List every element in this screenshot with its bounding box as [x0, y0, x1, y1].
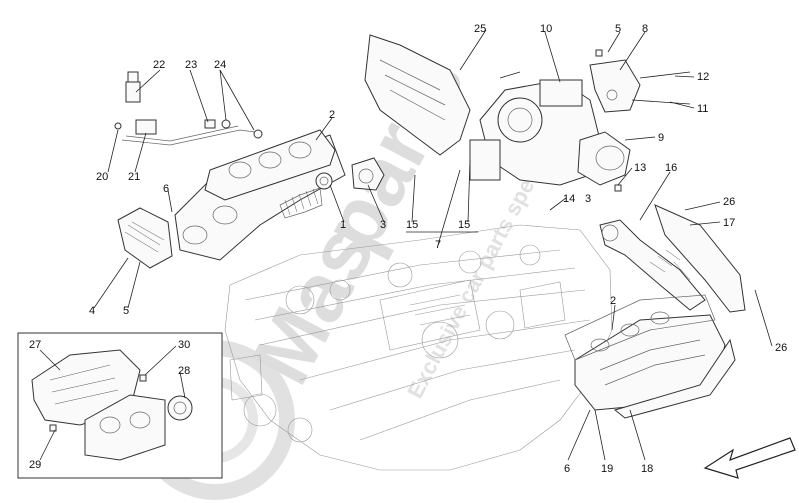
- callout-26: 26: [723, 196, 735, 208]
- left-exhaust-gasket: [204, 129, 336, 201]
- callout-4: 4: [89, 305, 95, 317]
- callout-26b: 26: [775, 342, 787, 354]
- callout-13: 13: [634, 162, 646, 174]
- turbocharger: [469, 79, 631, 186]
- right-exhaust-manifold: [574, 314, 726, 411]
- turbo-mount-bracket: [589, 59, 641, 113]
- leader-lines: [39, 29, 773, 461]
- inset-detail-box: [17, 332, 223, 479]
- callout-24: 24: [214, 59, 226, 71]
- callout-29: 29: [29, 459, 41, 471]
- callout-17: 17: [723, 217, 735, 229]
- callout-14: 14: [563, 193, 575, 205]
- callout-30: 30: [178, 339, 190, 351]
- callout-22: 22: [153, 59, 165, 71]
- callout-9: 9: [658, 132, 664, 144]
- callout-11: 11: [697, 103, 708, 115]
- turbo-heat-shield: [364, 34, 471, 156]
- turbo-studs: [499, 49, 691, 192]
- callout-12: 12: [697, 71, 709, 83]
- left-heat-shield: [117, 207, 173, 269]
- callout-labels: 22 23 24 20 21 6 2 1 3 4 5 25 10 5 8 12 …: [29, 23, 787, 475]
- callout-20: 20: [96, 171, 108, 183]
- callout-21: 21: [128, 171, 140, 183]
- callout-18: 18: [641, 463, 653, 475]
- callout-15: 15: [406, 219, 418, 231]
- callout-27: 27: [29, 339, 41, 351]
- callout-10: 10: [540, 23, 552, 35]
- right-downpipe-shield: [654, 204, 746, 313]
- callout-3: 3: [380, 219, 386, 231]
- right-heat-shield: [613, 338, 736, 419]
- right-downpipe: [599, 219, 706, 311]
- callout-28: 28: [178, 365, 190, 377]
- callout-2b: 2: [610, 295, 616, 307]
- callout-23: 23: [185, 59, 197, 71]
- turbo-outlet-flange: [315, 157, 385, 191]
- callout-3b: 3: [585, 193, 591, 205]
- callout-5b: 5: [615, 23, 621, 35]
- callout-5: 5: [123, 305, 129, 317]
- callout-25: 25: [474, 23, 486, 35]
- engine-block: [224, 224, 613, 471]
- front-direction-arrow-icon: [703, 437, 796, 479]
- callout-2: 2: [329, 109, 335, 121]
- callout-1: 1: [340, 219, 346, 231]
- callout-6: 6: [163, 183, 169, 195]
- callout-15b: 15: [458, 219, 470, 231]
- callout-19: 19: [601, 463, 613, 475]
- callout-16: 16: [665, 162, 677, 174]
- callout-6b: 6: [564, 463, 570, 475]
- right-exhaust-gasket: [564, 294, 716, 361]
- callout-8: 8: [642, 23, 648, 35]
- turbo-oil-line: [114, 71, 263, 146]
- callout-7: 7: [435, 239, 441, 251]
